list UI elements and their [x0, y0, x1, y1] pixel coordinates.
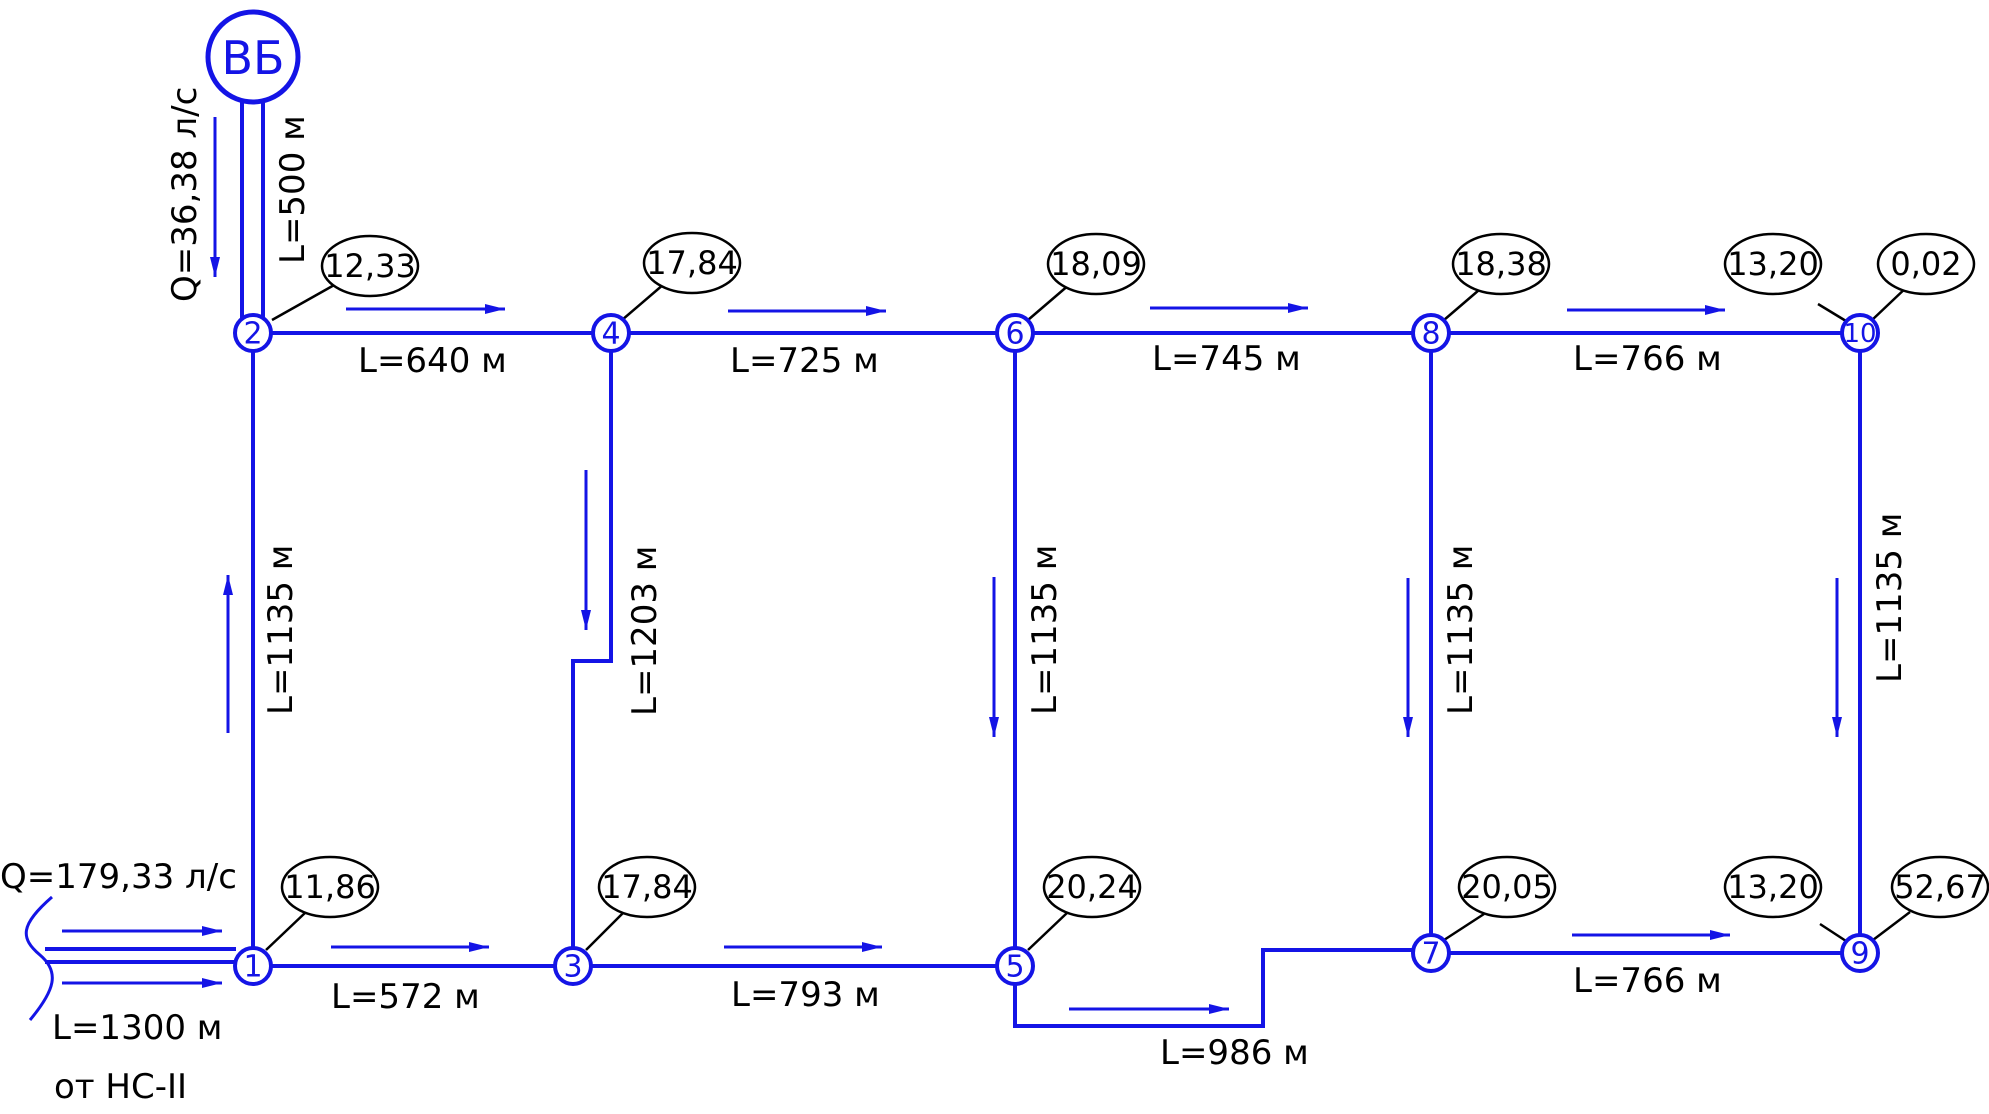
- node-3[interactable]: 3: [553, 946, 593, 986]
- source-break-symbol: [24, 895, 54, 1021]
- svg-text:6: 6: [1005, 317, 1024, 352]
- label-pipe-1-3: L=572 м: [331, 977, 480, 1017]
- demand-labels: 12,33 17,84 18,09 18,38 13,20 0,02 11,86: [280, 231, 1989, 919]
- tower-pipe-flow: Q=36,38 л/с: [165, 87, 205, 302]
- label-pipe-4-6: L=725 м: [730, 341, 879, 381]
- svg-text:1: 1: [243, 950, 262, 985]
- demand-node-10-b: 0,02: [1876, 232, 1976, 296]
- svg-text:3: 3: [563, 950, 582, 985]
- svg-text:10: 10: [1843, 319, 1876, 349]
- label-pipe-3-5: L=793 м: [731, 975, 880, 1015]
- tower-pipe-length: L=500 м: [273, 115, 313, 264]
- label-pipe-8-10: L=766 м: [1573, 339, 1722, 379]
- svg-text:11,86: 11,86: [284, 868, 376, 906]
- label-pipe-3-4: L=1203 м: [625, 546, 665, 716]
- source-from: от НС-II: [54, 1067, 187, 1107]
- node-6[interactable]: 6: [995, 313, 1035, 353]
- label-pipe-5-7: L=986 м: [1160, 1033, 1309, 1073]
- svg-text:8: 8: [1421, 317, 1440, 352]
- demand-node-1: 11,86: [280, 855, 380, 919]
- svg-text:0,02: 0,02: [1890, 245, 1961, 283]
- svg-text:13,20: 13,20: [1727, 868, 1819, 906]
- demand-node-5: 20,24: [1042, 855, 1142, 919]
- label-pipe-1-2: L=1135 м: [261, 545, 301, 715]
- demand-node-2: 12,33: [320, 234, 420, 298]
- svg-text:9: 9: [1850, 937, 1869, 972]
- node-1[interactable]: 1: [233, 946, 273, 986]
- label-pipe-6-8: L=745 м: [1152, 339, 1301, 379]
- node-7[interactable]: 7: [1411, 933, 1451, 973]
- node-4[interactable]: 4: [591, 313, 631, 353]
- svg-text:52,67: 52,67: [1894, 868, 1986, 906]
- label-pipe-5-6: L=1135 м: [1025, 545, 1065, 715]
- svg-text:7: 7: [1421, 937, 1440, 972]
- svg-text:2: 2: [243, 317, 262, 352]
- demand-node-9-a: 13,20: [1723, 855, 1823, 919]
- svg-text:18,38: 18,38: [1455, 245, 1547, 283]
- svg-text:13,20: 13,20: [1727, 245, 1819, 283]
- svg-text:17,84: 17,84: [646, 244, 738, 282]
- nodes: 2 4 6 8 10 1 3 5: [233, 313, 1880, 986]
- svg-text:12,33: 12,33: [324, 247, 416, 285]
- leader-lines: [265, 282, 1911, 951]
- demand-node-3: 17,84: [597, 855, 697, 919]
- svg-text:4: 4: [601, 317, 620, 352]
- svg-text:20,05: 20,05: [1461, 868, 1553, 906]
- pipes: [45, 98, 1862, 1028]
- demand-node-6: 18,09: [1046, 232, 1146, 296]
- node-2[interactable]: 2: [233, 313, 273, 353]
- demand-node-9-b: 52,67: [1890, 855, 1989, 919]
- water-tower[interactable]: ВБ: [205, 9, 301, 105]
- flow-arrows: [62, 117, 1842, 1014]
- node-5[interactable]: 5: [995, 946, 1035, 986]
- pipe-5-7[interactable]: [1013, 948, 1431, 1028]
- pipe-labels: L=640 м L=725 м L=745 м L=766 м L=572 м …: [0, 87, 1910, 1107]
- svg-text:17,84: 17,84: [601, 868, 693, 906]
- demand-node-4: 17,84: [642, 231, 742, 295]
- label-pipe-7-8: L=1135 м: [1441, 545, 1481, 715]
- tower-label: ВБ: [221, 31, 284, 85]
- demand-node-8: 18,38: [1451, 232, 1551, 296]
- demand-node-10-a: 13,20: [1723, 232, 1823, 296]
- source-length: L=1300 м: [52, 1008, 222, 1048]
- demand-node-7: 20,05: [1457, 855, 1557, 919]
- svg-text:20,24: 20,24: [1046, 868, 1138, 906]
- source-flow: Q=179,33 л/с: [0, 857, 237, 897]
- label-pipe-2-4: L=640 м: [358, 341, 507, 381]
- pipe-3-4[interactable]: [571, 333, 613, 966]
- label-pipe-7-9: L=766 м: [1573, 961, 1722, 1001]
- node-10[interactable]: 10: [1840, 313, 1880, 353]
- label-pipe-9-10: L=1135 м: [1870, 513, 1910, 683]
- node-8[interactable]: 8: [1411, 313, 1451, 353]
- svg-text:18,09: 18,09: [1050, 245, 1142, 283]
- svg-text:5: 5: [1005, 950, 1024, 985]
- node-9[interactable]: 9: [1840, 933, 1880, 973]
